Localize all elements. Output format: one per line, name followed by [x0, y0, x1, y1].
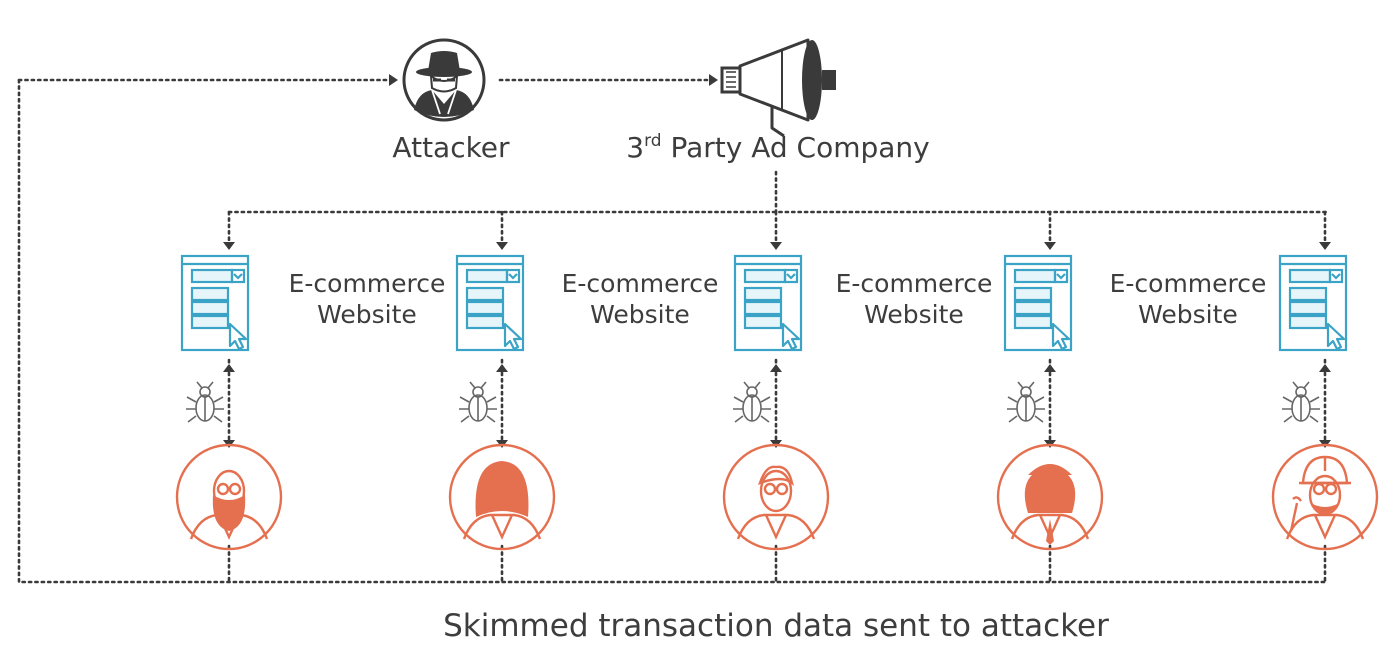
attacker-node: Attacker [392, 38, 510, 164]
spy-icon [402, 38, 486, 122]
return-path [17, 78, 1330, 584]
browser-window-icon [1003, 254, 1073, 352]
footer-caption: Skimmed transaction data sent to attacke… [443, 608, 1109, 644]
arrow-to-ad-company [709, 74, 718, 86]
ad-company-label: 3rd Party Ad Company [626, 131, 930, 164]
browser-window-icon [455, 254, 525, 352]
site-columns: E-commerceWebsiteE-commerceWebsiteE-comm… [175, 210, 1379, 584]
bug-icon [1282, 381, 1320, 423]
arrow-to-site [1044, 242, 1056, 250]
site-label-line1: E-commerce [562, 269, 719, 298]
browser-window-icon [1278, 254, 1348, 352]
bearded-man-avatar [175, 443, 283, 551]
site-label-line2: Website [1138, 300, 1238, 329]
bug-icon [733, 381, 771, 423]
arrow-to-site [223, 242, 235, 250]
woman-officer-avatar [996, 443, 1104, 551]
connectors [17, 78, 1330, 584]
man-with-glasses-avatar [722, 443, 830, 551]
arrow-to-site [496, 242, 508, 250]
site-label-line2: Website [317, 300, 417, 329]
site-label-line2: Website [864, 300, 964, 329]
construction-worker-avatar [1271, 443, 1379, 551]
arrow-to-site [770, 242, 782, 250]
site-label-line2: Website [590, 300, 690, 329]
browser-window-icon [733, 254, 803, 352]
attacker-label: Attacker [392, 131, 510, 164]
bug-icon [1007, 381, 1045, 423]
site-column [1271, 210, 1379, 584]
bug-icon [186, 381, 224, 423]
site-label-line1: E-commerce [836, 269, 993, 298]
site-label-line1: E-commerce [1110, 269, 1267, 298]
arrow-to-attacker [389, 74, 398, 86]
browser-window-icon [180, 254, 250, 352]
ad-company-node: 3rd Party Ad Company [626, 38, 930, 164]
woman-in-hijab-avatar [448, 443, 556, 551]
site-label-line1: E-commerce [289, 269, 446, 298]
megaphone-icon [720, 38, 836, 138]
arrow-to-site [1319, 242, 1331, 250]
bug-icon [459, 381, 497, 423]
